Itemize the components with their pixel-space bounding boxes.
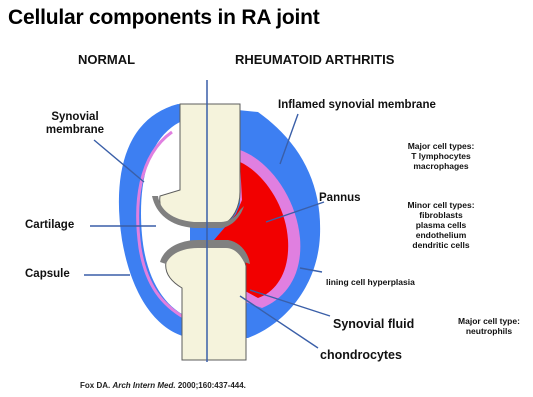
fluid-cell-item: neutrophils — [447, 326, 531, 336]
label-synovial-fluid: Synovial fluid — [333, 317, 414, 331]
label-inflamed-synovial-membrane: Inflamed synovial membrane — [278, 99, 436, 112]
minor-cell-item: endothelium — [393, 230, 489, 240]
label-chondrocytes: chondrocytes — [320, 348, 402, 362]
minor-cell-item: dendritic cells — [393, 240, 489, 250]
citation: Fox DA. Arch Intern Med. 2000;160:437-44… — [80, 381, 246, 390]
citation-journal: Arch Intern Med. — [112, 381, 175, 390]
label-capsule: Capsule — [25, 268, 70, 281]
fluid-cell-types: Major cell type: neutrophils — [447, 316, 531, 336]
citation-details: 2000;160:437-444. — [178, 381, 246, 390]
minor-cell-types-heading: Minor cell types: — [393, 200, 489, 210]
citation-author: Fox DA. — [80, 381, 110, 390]
label-synovial-membrane-line2: membrane — [42, 124, 108, 137]
fluid-cell-types-heading: Major cell type: — [447, 316, 531, 326]
major-cell-item: macrophages — [393, 161, 489, 171]
major-cell-types-heading: Major cell types: — [393, 141, 489, 151]
minor-cell-types: Minor cell types: fibroblasts plasma cel… — [393, 200, 489, 250]
minor-cell-item: plasma cells — [393, 220, 489, 230]
label-pannus: Pannus — [319, 192, 361, 205]
major-cell-item: T lymphocytes — [393, 151, 489, 161]
minor-cell-item: fibroblasts — [393, 210, 489, 220]
label-lining-cell-hyperplasia: lining cell hyperplasia — [326, 277, 415, 287]
label-synovial-membrane-line1: Synovial — [42, 111, 108, 124]
major-cell-types: Major cell types: T lymphocytes macropha… — [393, 141, 489, 171]
label-synovial-membrane: Synovial membrane — [42, 111, 108, 137]
label-cartilage: Cartilage — [25, 219, 74, 232]
